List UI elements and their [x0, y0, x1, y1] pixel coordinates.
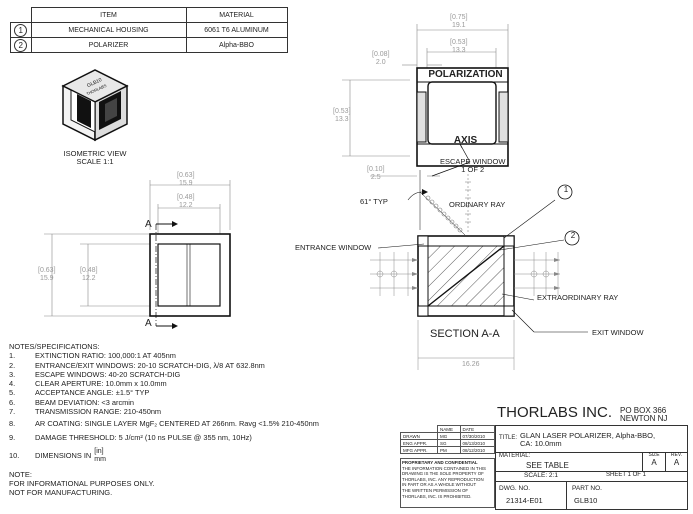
exit-window-label: EXIT WINDOW — [592, 328, 644, 337]
proprietary-block: PROPRIETARY AND CONFIDENTIAL THE INFORMA… — [400, 458, 495, 508]
note-item: 2.ENTRANCE/EXIT WINDOWS: 20-10 SCRATCH-D… — [9, 360, 265, 370]
entrance-window-label: ENTRANCE WINDOW — [295, 243, 372, 252]
dim-side-inner-mm: 12.2 — [81, 275, 96, 282]
material-label: MATERIAL: — [499, 453, 531, 459]
notes-title: NOTES/SPECIFICATIONS: — [9, 342, 100, 351]
escape-window-label: ESCAPE WINDOW — [440, 157, 506, 166]
note-item: 4.CLEAR APERTURE: 10.0mm x 10.0mm — [9, 379, 167, 389]
material-value: SEE TABLE — [526, 461, 569, 470]
section-mark-top: A — [145, 219, 152, 230]
bom-row: 2 POLARIZER Alpha-BBO — [10, 37, 288, 53]
company-address-2: NEWTON NJ — [620, 414, 668, 423]
size-label: SIZE — [648, 452, 660, 458]
dim-height-mm: 13.3 — [334, 116, 349, 123]
note-item: 3.ESCAPE WINDOWS: 40-20 SCRATCH-DIG — [9, 369, 181, 379]
isometric-view: GLB10 THORLABS — [61, 69, 129, 142]
dim-inner-width-mm: 13.3 — [451, 47, 466, 54]
note-item: 6.BEAM DEVIATION: <3 arcmin — [9, 397, 135, 407]
front-view — [44, 180, 231, 329]
dim-top-width-in: [0.75] — [450, 14, 468, 21]
bom-material: Alpha-BBO — [185, 37, 288, 53]
bom-item: MECHANICAL HOUSING — [30, 22, 187, 38]
dim-front-width-in: [0.63] — [177, 172, 195, 179]
rev-label: REV. — [670, 452, 683, 458]
iso-scale: SCALE 1:1 — [76, 157, 114, 166]
disclaimer: NOTE: FOR INFORMATIONAL PURPOSES ONLY. N… — [9, 470, 155, 497]
section-title: SECTION A-A — [430, 328, 500, 340]
size-value: A — [651, 458, 657, 467]
extraordinary-ray-label: EXTRAORDINARY RAY — [537, 293, 619, 302]
escape-window-sub: 1 OF 2 — [461, 165, 485, 174]
bom-material: 6061 T6 ALUMINUM — [185, 22, 288, 38]
bom-number: 2 — [14, 38, 28, 52]
drawing-title-1: GLAN LASER POLARIZER, Alpha-BBO, — [520, 431, 656, 440]
bom-table: ITEM MATERIAL 1 MECHANICAL HOUSING 6061 … — [10, 7, 288, 53]
note-item: 7.TRANSMISSION RANGE: 210-450nm — [9, 407, 162, 417]
top-view — [342, 24, 509, 177]
axis-label: AXIS — [453, 135, 478, 146]
note-item: 9.DAMAGE THRESHOLD: 5 J/cm² (10 ns PULSE… — [9, 432, 252, 442]
bom-header-item: ITEM — [30, 7, 187, 23]
notes-block: NOTES/SPECIFICATIONS: 1.EXTINCTION RATIO… — [9, 342, 319, 464]
callout-2: 2 — [570, 231, 576, 240]
section-mark-bottom: A — [145, 318, 152, 329]
note-item: 10.DIMENSIONS IN [in]mm — [9, 447, 106, 463]
dim-side-height-mm: 15.9 — [39, 275, 54, 282]
dim-height-in: [0.53] — [333, 108, 351, 115]
dim-inner-width-in: [0.53] — [450, 39, 468, 46]
note-item: 1.EXTINCTION RATIO: 100,000:1 AT 405nm — [9, 351, 176, 361]
company-name: THORLABS INC. — [497, 404, 613, 421]
ordinary-ray-label: ORDINARY RAY — [449, 200, 506, 209]
bom-row: 1 MECHANICAL HOUSING 6061 T6 ALUMINUM — [10, 22, 288, 38]
iso-title: ISOMETRIC VIEW — [63, 149, 127, 158]
scale-value: SCALE: 2:1 — [524, 472, 558, 479]
bom-header-material: MATERIAL — [185, 7, 288, 23]
bom-number: 1 — [14, 23, 28, 37]
bom-item: POLARIZER — [30, 37, 187, 53]
dim-section-length: 16.26 — [462, 361, 480, 368]
dim-front-width-mm: 15.9 — [178, 180, 193, 187]
drawing-title-2: CA: 10.0mm — [520, 439, 562, 448]
dim-window-offset-in: [0.10] — [367, 166, 385, 173]
rev-value: A — [673, 458, 680, 467]
dim-front-inner-mm: 12.2 — [178, 202, 193, 209]
dim-side-height-in: [0.63] — [38, 267, 56, 274]
section-view — [370, 170, 588, 370]
dim-left-offset-in: [0.08] — [372, 51, 390, 58]
dim-top-width-mm: 19.1 — [451, 22, 466, 29]
note-item: 8.AR COATING: SINGLE LAYER MgF₂ CENTERED… — [9, 419, 319, 429]
part-label: PART NO. — [572, 485, 602, 492]
polarization-label: POLARIZATION — [428, 69, 503, 80]
dwg-label: DWG. NO. — [499, 485, 531, 492]
dim-front-inner-in: [0.48] — [177, 194, 195, 201]
title-label: TITLE: — [499, 435, 518, 441]
note-item: 5.ACCEPTANCE ANGLE: ±1.5° TYP — [9, 388, 150, 398]
company-address-1: PO BOX 366 — [620, 406, 667, 415]
part-value: GLB10 — [574, 496, 598, 505]
dwg-value: 21314-E01 — [506, 496, 543, 505]
callout-1: 1 — [563, 185, 569, 194]
dim-side-inner-in: [0.48] — [80, 267, 98, 274]
dim-window-offset-mm: 2.5 — [370, 174, 381, 181]
dim-left-offset-mm: 2.0 — [375, 59, 386, 66]
sheet-value: SHEET 1 OF 1 — [606, 472, 646, 478]
angle-label: 61° TYP — [360, 197, 388, 206]
